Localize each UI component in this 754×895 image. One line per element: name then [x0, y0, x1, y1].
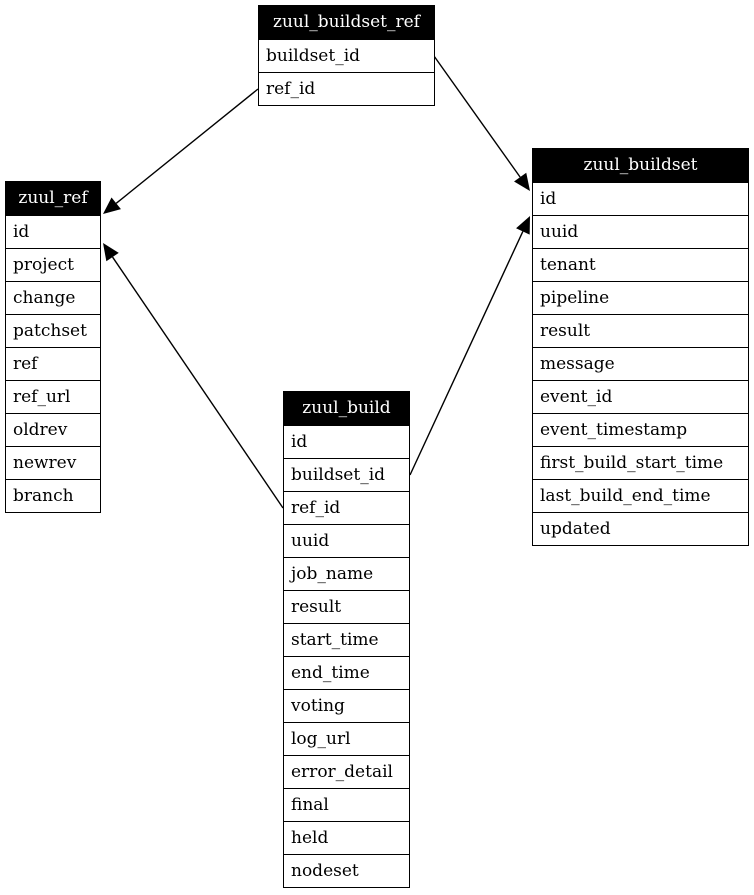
er-column-zuul_build-start_time[interactable]: start_time [284, 623, 409, 656]
er-column-zuul_ref-ref[interactable]: ref [6, 347, 100, 380]
er-column-zuul_build-nodeset[interactable]: nodeset [284, 854, 409, 887]
er-column-zuul_build-ref_id[interactable]: ref_id [284, 491, 409, 524]
er-column-zuul_buildset_ref-ref_id[interactable]: ref_id [259, 72, 434, 105]
er-table-header-zuul_ref: zuul_ref [6, 182, 100, 215]
edge-arrowhead-icon [103, 197, 121, 214]
er-column-zuul_buildset_ref-buildset_id[interactable]: buildset_id [259, 39, 434, 72]
er-table-header-zuul_buildset: zuul_buildset [533, 149, 748, 182]
er-column-zuul_ref-branch[interactable]: branch [6, 479, 100, 512]
er-column-zuul_ref-change[interactable]: change [6, 281, 100, 314]
er-column-zuul_buildset-id[interactable]: id [533, 182, 748, 215]
relationship-edge-buildset_ref-buildset_id-to-buildset-id [433, 55, 530, 191]
edge-arrowhead-icon [514, 172, 530, 191]
edge-line [409, 231, 524, 476]
relationship-edge-build-ref_id-to-ref-id [103, 243, 284, 509]
er-column-zuul_buildset-tenant[interactable]: tenant [533, 248, 748, 281]
er-column-zuul_buildset-first_build_start_time[interactable]: first_build_start_time [533, 446, 748, 479]
er-column-zuul_build-result[interactable]: result [284, 590, 409, 623]
edge-line [111, 256, 284, 509]
er-column-zuul_ref-project[interactable]: project [6, 248, 100, 281]
er-table-header-zuul_buildset_ref: zuul_buildset_ref [259, 6, 434, 39]
er-column-zuul_ref-patchset[interactable]: patchset [6, 314, 100, 347]
er-column-zuul_ref-ref_url[interactable]: ref_url [6, 380, 100, 413]
er-table-header-zuul_build: zuul_build [284, 392, 409, 425]
er-column-zuul_build-end_time[interactable]: end_time [284, 656, 409, 689]
er-column-zuul_build-voting[interactable]: voting [284, 689, 409, 722]
er-column-zuul_build-final[interactable]: final [284, 788, 409, 821]
er-column-zuul_build-error_detail[interactable]: error_detail [284, 755, 409, 788]
er-column-zuul_buildset-uuid[interactable]: uuid [533, 215, 748, 248]
er-column-zuul_buildset-message[interactable]: message [533, 347, 748, 380]
relationship-edge-build-buildset_id-to-buildset-id [409, 216, 530, 476]
er-column-zuul_build-job_name[interactable]: job_name [284, 557, 409, 590]
er-column-zuul_buildset-result[interactable]: result [533, 314, 748, 347]
edge-line [433, 55, 521, 178]
edge-arrowhead-icon [103, 243, 119, 262]
er-column-zuul_build-held[interactable]: held [284, 821, 409, 854]
er-column-zuul_buildset-last_build_end_time[interactable]: last_build_end_time [533, 479, 748, 512]
er-column-zuul_buildset-event_id[interactable]: event_id [533, 380, 748, 413]
er-column-zuul_buildset-pipeline[interactable]: pipeline [533, 281, 748, 314]
er-column-zuul_build-uuid[interactable]: uuid [284, 524, 409, 557]
er-column-zuul_build-log_url[interactable]: log_url [284, 722, 409, 755]
er-column-zuul_ref-newrev[interactable]: newrev [6, 446, 100, 479]
edge-line [115, 88, 259, 204]
edge-arrowhead-icon [516, 216, 530, 235]
er-column-zuul_build-id[interactable]: id [284, 425, 409, 458]
er-column-zuul_buildset-updated[interactable]: updated [533, 512, 748, 545]
er-column-zuul_build-buildset_id[interactable]: buildset_id [284, 458, 409, 491]
er-column-zuul_ref-id[interactable]: id [6, 215, 100, 248]
relationship-edge-buildset_ref-ref_id-to-ref-id [103, 88, 259, 214]
er-column-zuul_buildset-event_timestamp[interactable]: event_timestamp [533, 413, 748, 446]
er-column-zuul_ref-oldrev[interactable]: oldrev [6, 413, 100, 446]
